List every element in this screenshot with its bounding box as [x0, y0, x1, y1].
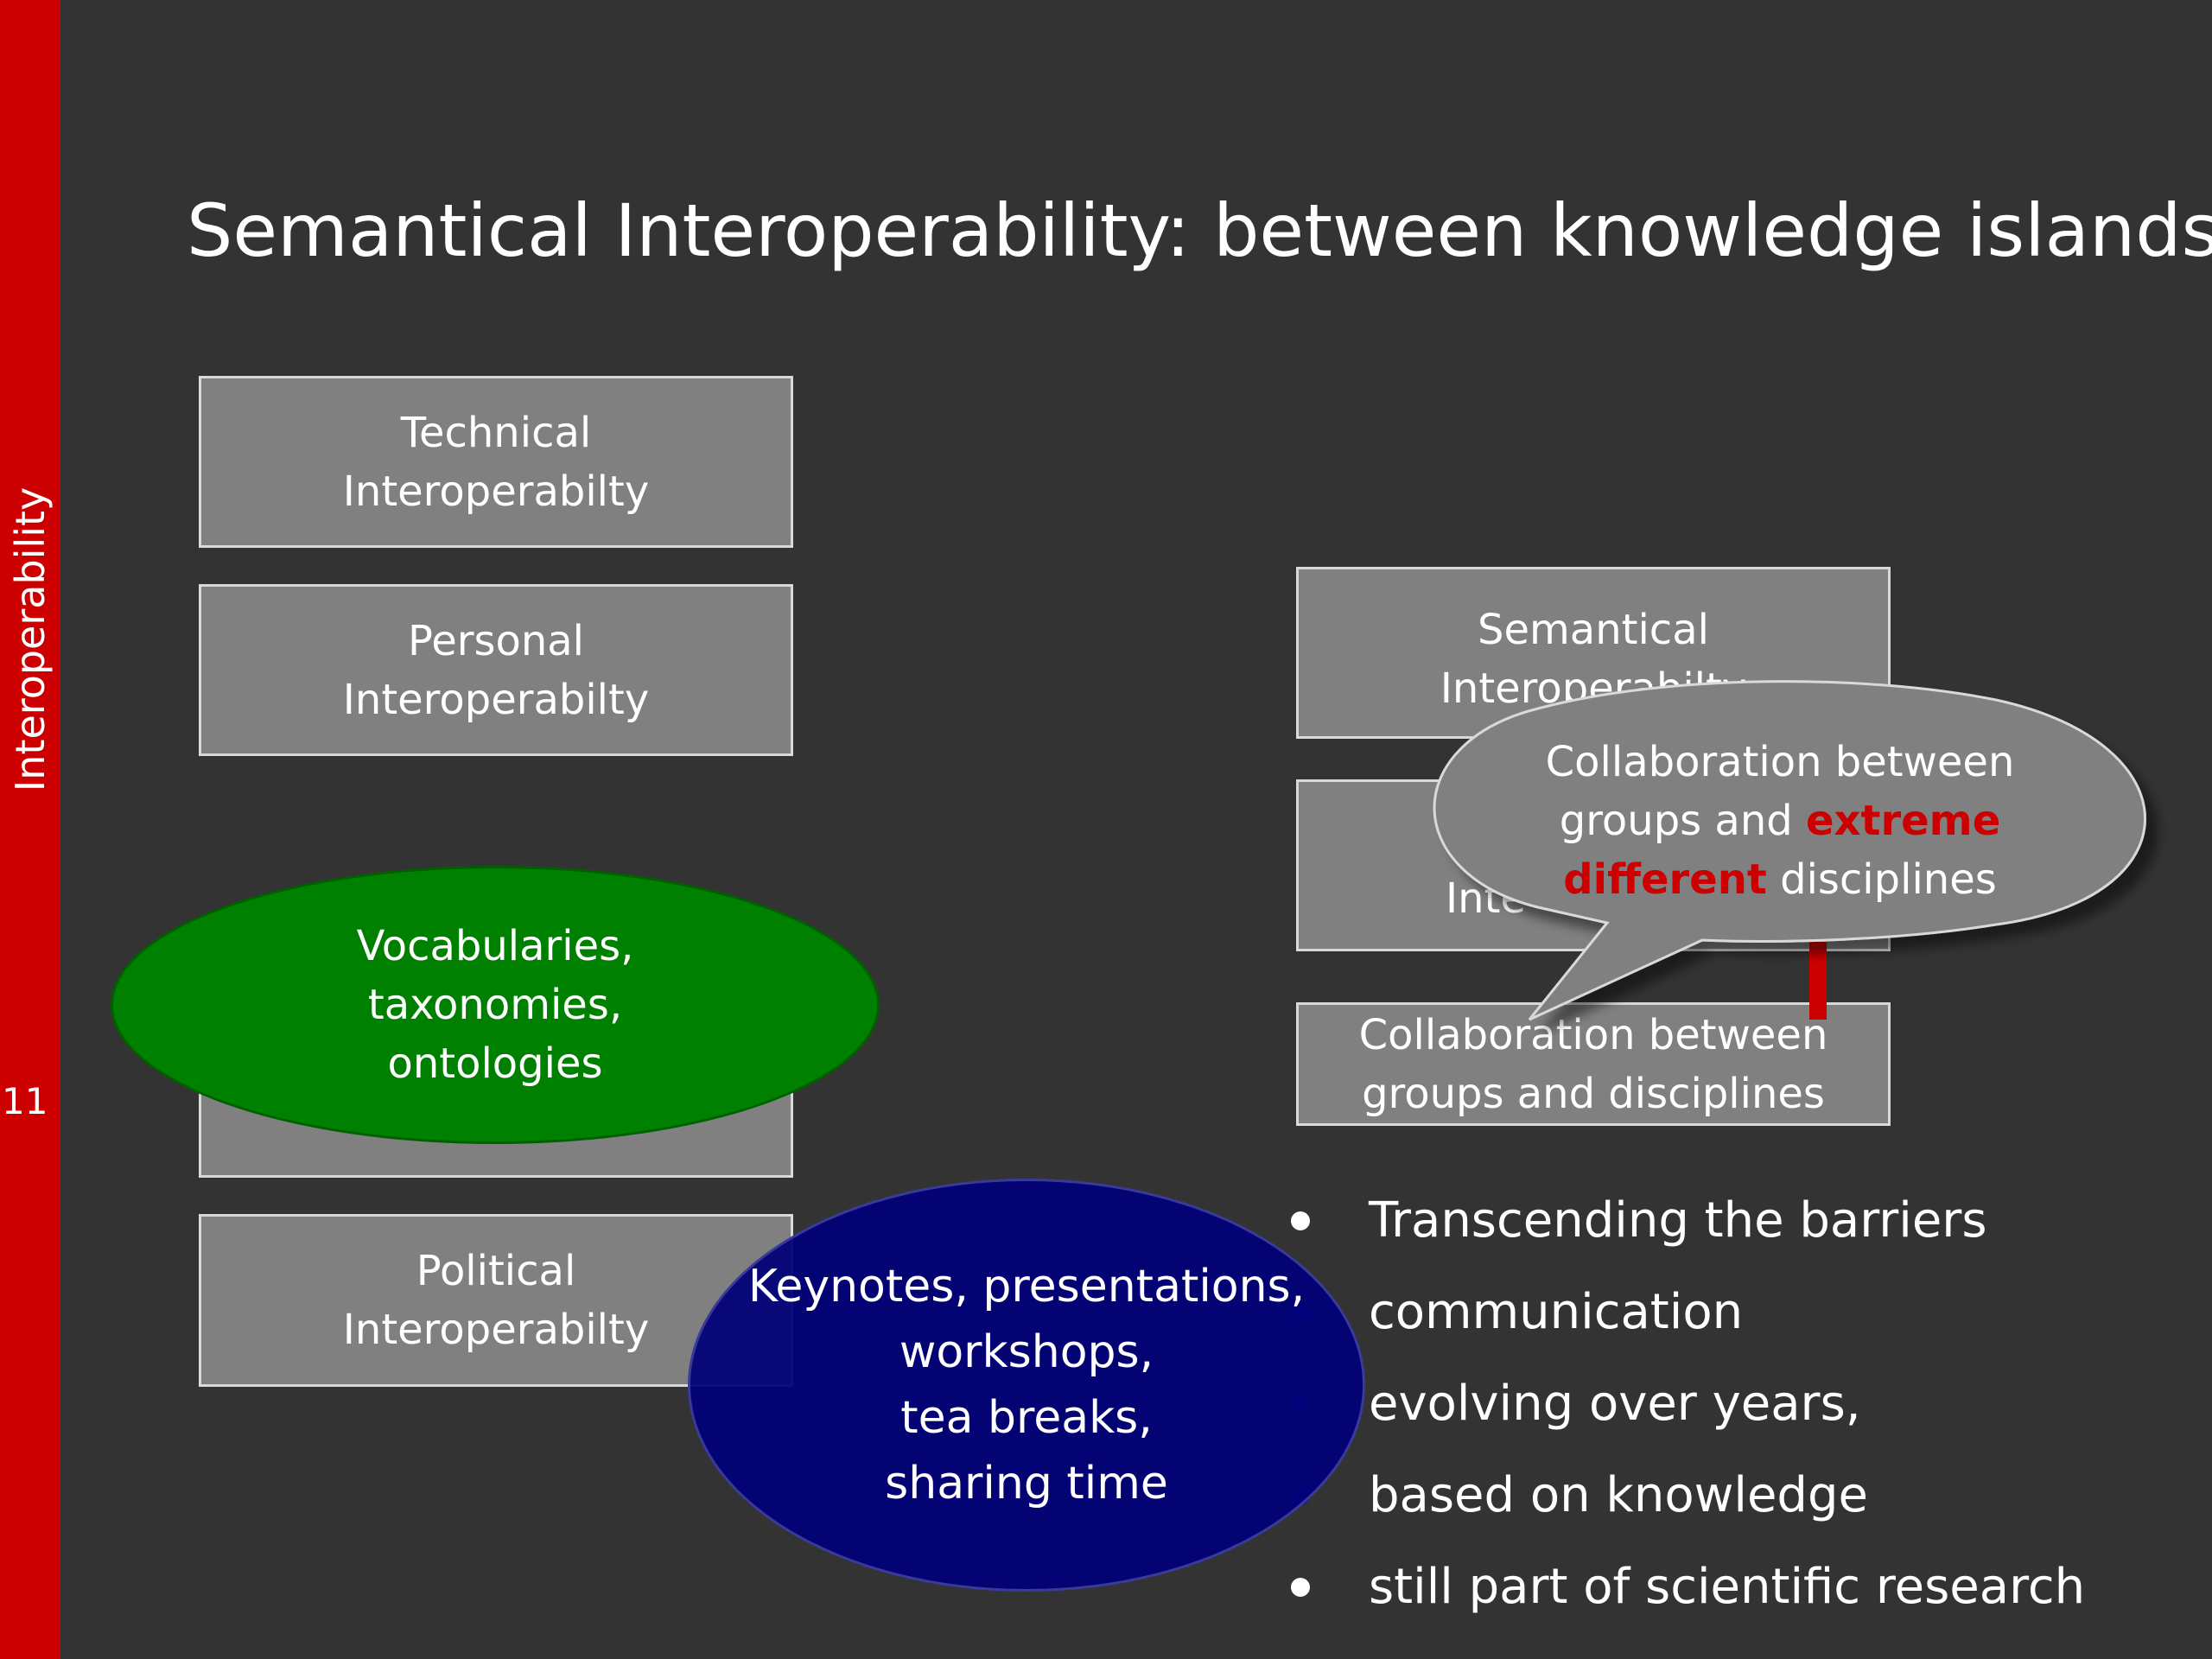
slide-title: Semantical Interoperability: between kno…: [187, 188, 2212, 273]
red-connector: [1809, 942, 1827, 1020]
sidebar: [0, 0, 60, 1659]
callout-text-part: disciplines: [1766, 855, 1997, 904]
bullet-text: Transcending the barriers: [1369, 1192, 1987, 1249]
callout-text-part: groups and: [1559, 797, 1806, 845]
bullet-text: evolving over years,: [1369, 1376, 1861, 1432]
list-item: based on knowledge: [1279, 1450, 2195, 1541]
box-label: Personal: [407, 616, 585, 665]
callout-highlight: different: [1563, 855, 1767, 904]
box-label: Collaboration between: [1358, 1010, 1828, 1059]
technical-interoperability-box: Technical Interoperabilty: [199, 376, 793, 548]
ellipse-line: sharing time: [885, 1458, 1168, 1510]
list-item: evolving over years,: [1279, 1358, 2195, 1450]
callout-bubble-path: [1433, 680, 2146, 1021]
ellipse-line: workshops,: [899, 1326, 1154, 1378]
box-label: groups and disciplines: [1362, 1069, 1825, 1118]
page-number: 11: [2, 1080, 48, 1122]
ellipse-line: Vocabularies,: [356, 922, 634, 970]
ellipse-line: Keynotes, presentations,: [747, 1261, 1306, 1313]
box-label: Political: [416, 1247, 576, 1295]
box-label: Interoperabilty: [342, 1306, 650, 1354]
ellipse-line: ontologies: [387, 1039, 603, 1088]
box-label: Technical: [400, 408, 592, 457]
bullet-text: communication: [1369, 1284, 1744, 1340]
box-label: Semantical: [1478, 606, 1709, 654]
bullet-text: still part of scientific research: [1369, 1559, 2086, 1615]
ellipse-line: taxonomies,: [367, 981, 623, 1029]
box-label: Interoperabilty: [342, 467, 650, 516]
list-item: communication: [1279, 1267, 2195, 1358]
collaboration-box: Collaboration between groups and discipl…: [1296, 1002, 1891, 1126]
bullet-list: Transcending the barriers communication …: [1279, 1175, 2195, 1633]
keynotes-ellipse: Keynotes, presentations, workshops, tea …: [688, 1179, 1365, 1592]
list-item: Transcending the barriers: [1279, 1175, 2195, 1267]
bullet-text: based on knowledge: [1369, 1467, 1868, 1523]
callout-text: Collaboration between groups and extreme…: [1434, 733, 2126, 909]
personal-interoperability-box: Personal Interoperabilty: [199, 584, 793, 756]
box-label: Interoperabilty: [342, 675, 650, 724]
callout-line-2: groups and extreme: [1434, 791, 2126, 850]
bullet-dot: [1291, 1578, 1310, 1597]
vocabularies-ellipse: Vocabularies, taxonomies, ontologies: [111, 866, 880, 1144]
callout-highlight: extreme: [1805, 797, 2001, 845]
callout-line-3: different disciplines: [1434, 850, 2126, 909]
bullet-dot: [1291, 1211, 1310, 1230]
ellipse-line: tea breaks,: [900, 1392, 1153, 1444]
list-item: still part of scientific research: [1279, 1541, 2195, 1633]
callout-line: Collaboration between: [1545, 738, 2015, 786]
